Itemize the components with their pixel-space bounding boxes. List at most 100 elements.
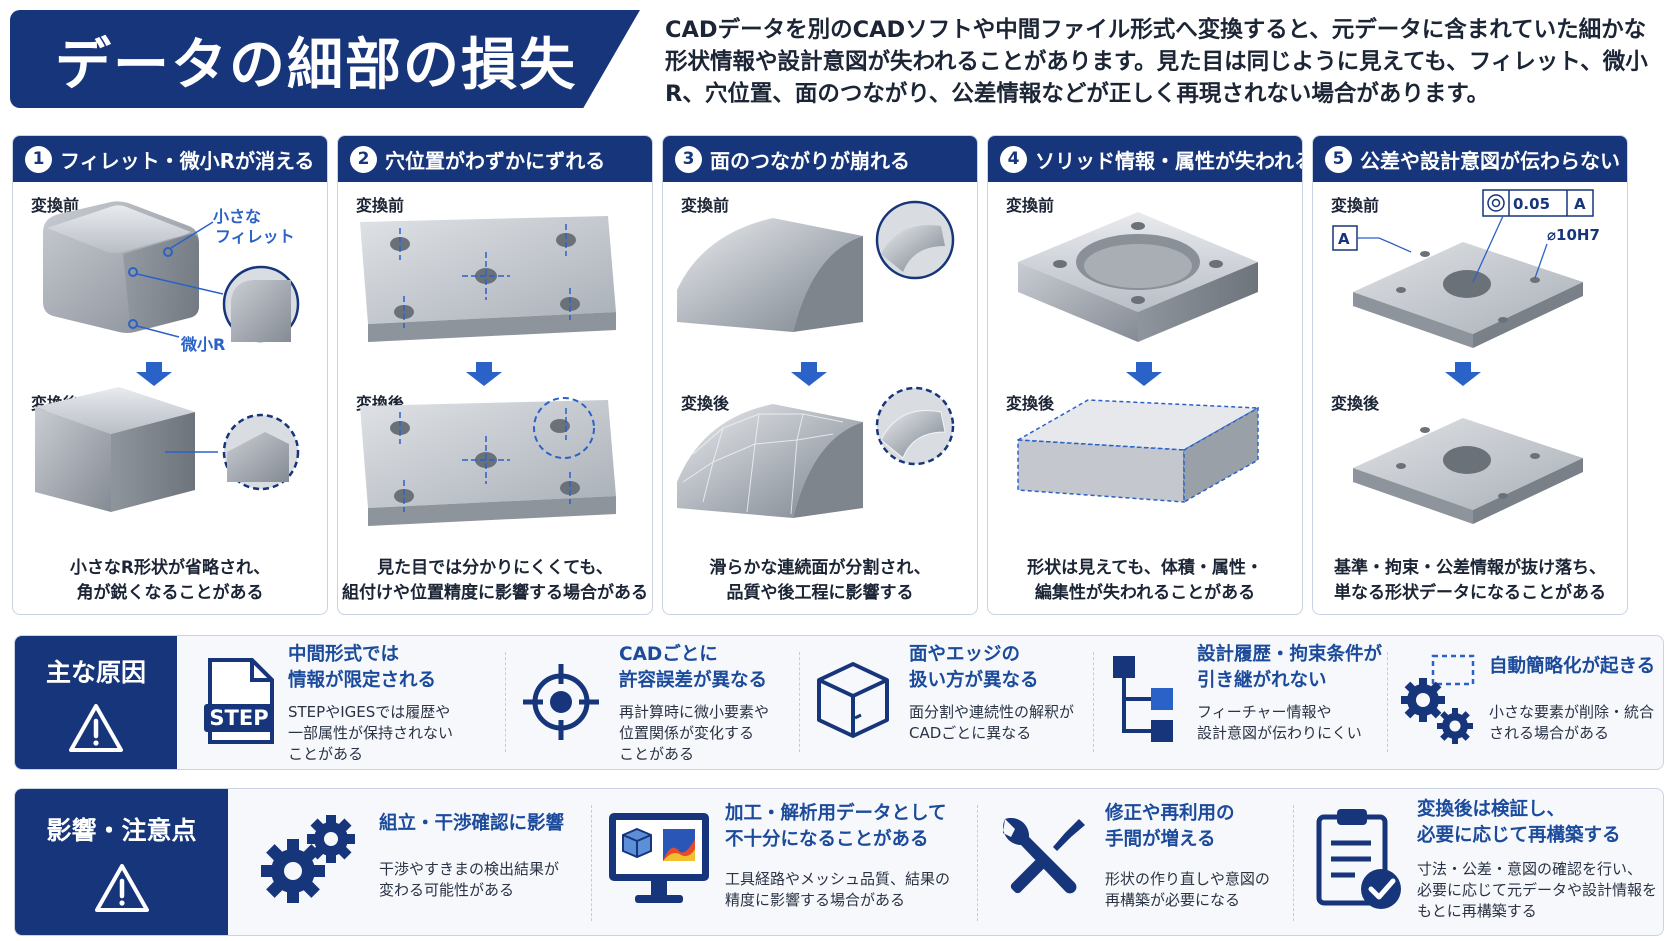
before-label: 変換前 <box>681 196 730 215</box>
effect-desc: 工具経路やメッシュ品質、結果の 精度に影響する場合がある <box>725 870 951 909</box>
panel-number: 2 <box>350 145 377 173</box>
hollow-shell <box>1015 399 1261 504</box>
effects-heading: 影響・注意点 <box>46 816 197 845</box>
panel-number: 5 <box>1325 145 1352 173</box>
panel-header: 4 ソリッド情報・属性が失われる <box>988 136 1302 182</box>
sharp-box <box>35 387 195 512</box>
after-label: 変換後 <box>1331 394 1380 413</box>
divider <box>1093 652 1094 752</box>
divider <box>591 805 592 921</box>
before-label: 変換前 <box>356 196 405 215</box>
panel-tolerance: 5 公差や設計意図が伝わらない 変換前 変換後 0.05 A <box>1312 135 1628 615</box>
down-arrow-icon <box>791 362 827 386</box>
clipboard-check-icon <box>1316 809 1401 909</box>
callout-r: 微小R <box>180 335 225 354</box>
plate-with-gdt <box>1332 189 1594 348</box>
panel-caption: 滑らかな連続面が分割され、 品質や後工程に影響する <box>709 558 931 603</box>
tools-wrench-screwdriver-icon <box>1003 817 1085 894</box>
gdt-datum: A <box>1574 195 1586 213</box>
panel-number: 3 <box>675 145 702 173</box>
solid-block-illustration <box>1015 212 1261 504</box>
cause-desc: フィーチャー情報や 設計意図が伝わりにくい <box>1197 703 1362 742</box>
down-arrow-icon <box>136 362 172 386</box>
divider <box>977 805 978 921</box>
effect-desc: 寸法・公差・意図の確認を行い、 必要に応じて元データや設計情報を もとに再構築す… <box>1417 860 1658 920</box>
fillet-zoom-circle <box>222 265 300 343</box>
cause-desc: STEPやIGESでは履歴や 一部属性が保持されない ことがある <box>288 703 454 763</box>
effect-desc: 形状の作り直しや意図の 再構築が必要になる <box>1105 870 1270 909</box>
panel-title: 面のつながりが崩れる <box>710 148 910 173</box>
panel-solid-attributes: 4 ソリッド情報・属性が失われる 変換前 変換後 形状は見えても、体積・属性・ … <box>987 135 1303 615</box>
curved-surface-illustration <box>677 200 955 518</box>
cause-item-simplification: 自動簡略化が起きる 小さな要素が削除・統合 される場合がある <box>1397 636 1663 769</box>
panel-caption: 形状は見えても、体積・属性・ 編集性が失われることがある <box>1027 558 1263 603</box>
step-icon-text: STEP <box>209 706 268 730</box>
gears-icon <box>261 815 355 903</box>
panel-title: 公差や設計意図が伝わらない <box>1360 148 1620 173</box>
panel-title: フィレット・微小Rが消える <box>60 148 315 173</box>
effect-title: 組立・干渉確認に影響 <box>379 813 565 834</box>
effect-desc: 干渉やすきまの検出結果が 変わる可能性がある <box>379 860 560 899</box>
panel-title: 穴位置がわずかにずれる <box>385 148 606 173</box>
feature-tree-icon <box>1113 656 1173 742</box>
target-crosshair-icon <box>523 664 599 740</box>
panel-header: 2 穴位置がわずかにずれる <box>338 136 652 182</box>
plate-plain <box>1353 418 1583 524</box>
cause-title: 自動簡略化が起きる <box>1489 656 1656 677</box>
faceted-arc-block <box>677 386 955 518</box>
callout-fillet-2: フィレット <box>215 227 295 246</box>
down-arrow-icon <box>466 362 502 386</box>
causes-band: 主な原因 STEP 中間形式では 情報が限定される STEPやIGESでは履歴や… <box>14 635 1664 770</box>
warning-icon <box>69 703 123 752</box>
effect-title: 加工・解析用データとして 不十分になることがある <box>725 803 947 850</box>
monitor-analysis-icon <box>609 813 709 903</box>
panel-hole-position: 2 穴位置がわずかにずれる 変換前 変換後 <box>337 135 653 615</box>
divider <box>505 652 506 752</box>
gears-icon <box>1401 654 1475 744</box>
panel-caption: 小さなR形状が省略され、 角が鋭くなることがある <box>69 558 271 603</box>
warning-icon <box>94 864 149 912</box>
smooth-arc-block <box>677 200 955 332</box>
causes-heading-box: 主な原因 <box>15 636 177 769</box>
title-banner <box>10 10 640 108</box>
effect-item-verify: 変換後は検証し、 必要に応じて再構築する 寸法・公差・意図の確認を行い、 必要に… <box>1303 789 1663 935</box>
panel-fillet: 1 フィレット・微小Rが消える 変換前 変換後 小さな フィレット 微小R <box>12 135 328 615</box>
cause-item-limited-format: STEP 中間形式では 情報が限定される STEPやIGESでは履歴や 一部属性… <box>190 636 500 769</box>
effects-heading-box: 影響・注意点 <box>15 789 228 935</box>
gdt-value: 0.05 <box>1513 195 1550 213</box>
after-label: 変換後 <box>1006 394 1055 413</box>
effect-title: 修正や再利用の 手間が増える <box>1105 803 1235 850</box>
datum-label: A <box>1338 230 1350 248</box>
panel-header: 1 フィレット・微小Rが消える <box>13 136 327 182</box>
cause-desc: 面分割や連続性の解釈が CADごとに異なる <box>909 703 1075 742</box>
rounded-box <box>43 201 224 338</box>
before-label: 変換前 <box>1331 196 1380 215</box>
cause-item-face-edge: 面やエッジの 扱い方が異なる 面分割や連続性の解釈が CADごとに異なる <box>809 636 1089 769</box>
down-arrow-icon <box>1445 362 1481 386</box>
dimension-label: ⌀10H7 <box>1547 226 1600 244</box>
down-arrow-icon <box>1126 362 1162 386</box>
cause-desc: 再計算時に微小要素や 位置関係が変化する ことがある <box>619 703 770 763</box>
fillet-illustration: 小さな フィレット 微小R <box>35 201 300 512</box>
cause-title: CADごとに 許容誤差が異なる <box>619 644 768 691</box>
panel-surface-continuity: 3 面のつながりが崩れる 変換前 変換後 滑らかな連続面が分割され、 品質や後工… <box>662 135 978 615</box>
pocket-block <box>1018 212 1258 342</box>
effect-item-machining: 加工・解析用データとして 不十分になることがある 工具経路やメッシュ品質、結果の… <box>601 789 971 935</box>
plate-before <box>360 216 616 342</box>
page-title: データの細部の損失 <box>55 33 577 98</box>
step-file-icon: STEP <box>204 658 274 744</box>
effect-item-assembly: 組立・干渉確認に影響 干渉やすきまの検出結果が 変わる可能性がある <box>243 789 583 935</box>
panel-header: 5 公差や設計意図が伝わらない <box>1313 136 1627 182</box>
before-label: 変換前 <box>1006 196 1055 215</box>
cause-title: 中間形式では 情報が限定される <box>288 644 437 691</box>
plate-after <box>360 397 616 526</box>
causes-heading: 主な原因 <box>45 657 146 687</box>
divider <box>1387 652 1388 752</box>
tolerance-plate-illustration: 0.05 A A ⌀10H7 <box>1332 189 1600 524</box>
divider <box>799 652 800 752</box>
panel-header: 3 面のつながりが崩れる <box>663 136 977 182</box>
callout-fillet-1: 小さな <box>213 207 261 226</box>
effect-item-rework: 修正や再利用の 手間が増える 形状の作り直しや意図の 再構築が必要になる <box>987 789 1287 935</box>
panel-number: 1 <box>25 145 52 173</box>
panel-caption: 基準・拘束・公差情報が抜け落ち、 単なる形状データになることがある <box>1334 558 1606 603</box>
